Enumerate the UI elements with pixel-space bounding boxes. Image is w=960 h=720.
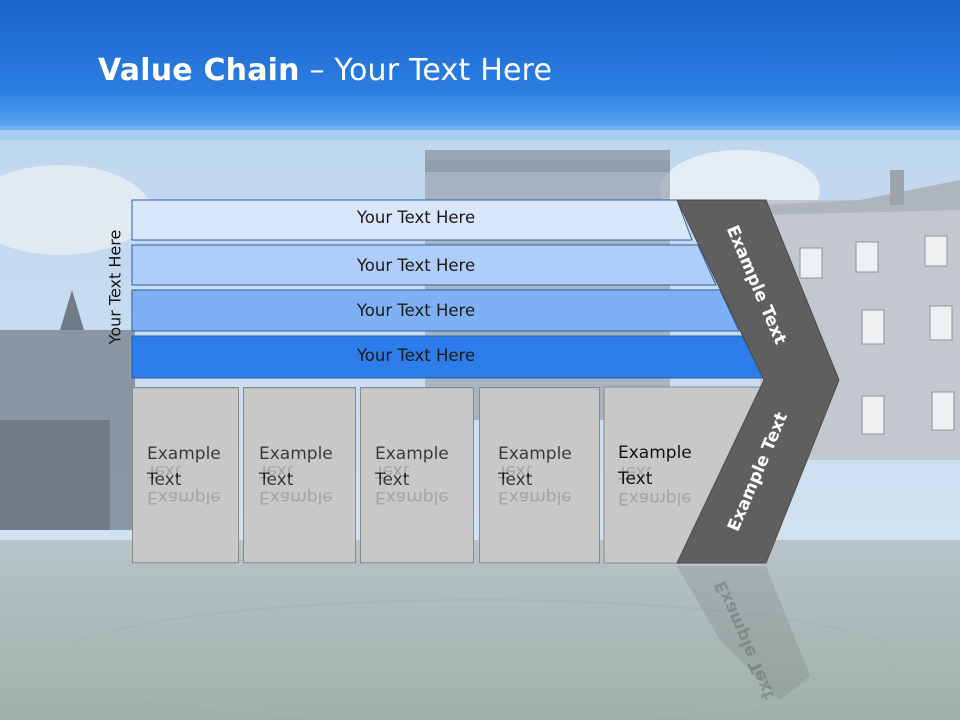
activity-box-text: Example Text bbox=[259, 441, 369, 493]
activity-box-text: Example Text bbox=[147, 441, 257, 493]
activity-box-4: Example Text bbox=[479, 387, 600, 563]
box-line-1: Example bbox=[259, 444, 333, 464]
activity-box-text: Example Text bbox=[375, 441, 485, 493]
box-line-1: Example bbox=[375, 444, 449, 464]
chevron-arrow-reflection bbox=[677, 566, 810, 700]
layer-bar-1 bbox=[131, 199, 693, 241]
box-line-1: Example bbox=[147, 444, 221, 464]
slide-title: Value Chain – Your Text Here bbox=[98, 53, 552, 88]
box-line-1: Example bbox=[498, 444, 572, 464]
layer-bar-2 bbox=[131, 244, 717, 286]
chevron-arrow bbox=[676, 199, 840, 564]
activity-box-1: Example Text bbox=[132, 387, 239, 563]
box-line-2: Text bbox=[147, 470, 182, 490]
layer-label-1: Your Text Here bbox=[356, 208, 476, 227]
activity-box-3: Example Text bbox=[360, 387, 474, 563]
title-bold: Value Chain bbox=[98, 53, 300, 88]
layer-label-3: Your Text Here bbox=[356, 301, 476, 320]
layer-label-2: Your Text Here bbox=[356, 256, 476, 275]
box-line-1: Example bbox=[618, 443, 692, 463]
activity-box-text: Example Text bbox=[498, 441, 608, 493]
box-line-2: Text bbox=[375, 470, 410, 490]
layer-label-4: Your Text Here bbox=[356, 346, 476, 365]
box-line-2: Text bbox=[259, 470, 294, 490]
activity-box-2: Example Text bbox=[243, 387, 356, 563]
activity-box-5-text: Example Text bbox=[618, 440, 728, 492]
box-line-2: Text bbox=[498, 470, 533, 490]
box-line-2: Text bbox=[618, 469, 653, 489]
layer-bar-3 bbox=[131, 289, 740, 332]
title-rest: – Your Text Here bbox=[309, 53, 553, 88]
